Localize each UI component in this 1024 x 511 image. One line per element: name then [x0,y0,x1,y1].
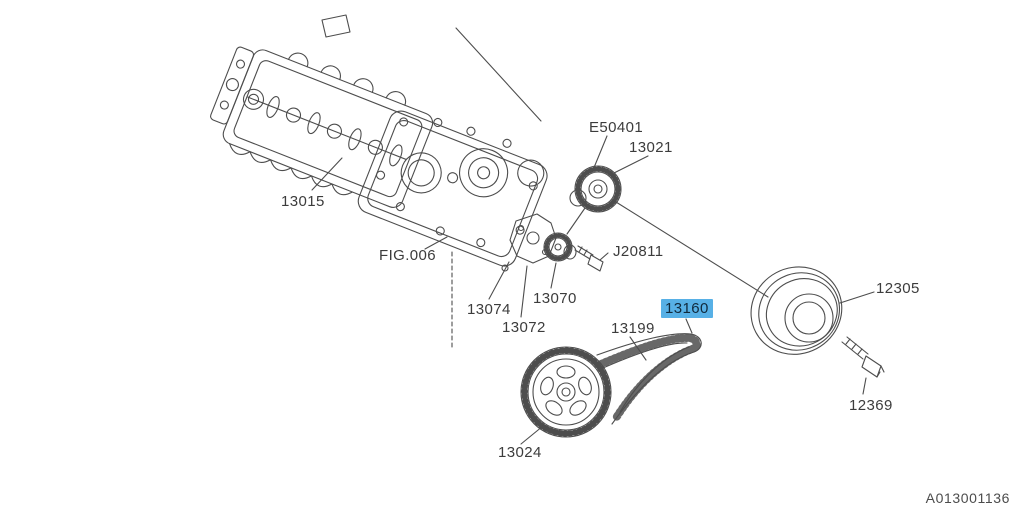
part-label-12305[interactable]: 12305 [876,280,920,297]
part-label-13070[interactable]: 13070 [533,290,577,307]
crank-pulley-drawing [750,266,843,355]
part-label-13072[interactable]: 13072 [502,319,546,336]
part-label-13199[interactable]: 13199 [611,320,655,337]
top-leader-line [455,27,542,122]
plate-code: A013001136 [925,490,1010,506]
toothed-sprocket-drawing [532,358,600,426]
part-label-13015[interactable]: 13015 [281,193,325,210]
part-label-13074[interactable]: 13074 [467,301,511,318]
part-label-12369[interactable]: 12369 [849,397,893,414]
engine-tag-plate [321,14,351,38]
part-label-e50401[interactable]: E50401 [589,119,644,136]
pulley-bolt-drawing [841,336,885,378]
pump-and-gear-drawing [501,213,573,272]
part-label-j20811[interactable]: J20811 [613,243,664,260]
part-label-13021[interactable]: 13021 [629,139,673,156]
small-bolt-drawing [563,244,604,272]
part-label-13160[interactable]: 13160 [661,299,713,318]
cam-sprocket-drawing [566,165,622,235]
engine-assembly-drawing [210,46,548,267]
timing-belt-drawing [520,333,702,438]
leader-lines [311,135,875,445]
part-label-fig006[interactable]: FIG.006 [379,247,436,264]
part-label-13024[interactable]: 13024 [498,444,542,461]
